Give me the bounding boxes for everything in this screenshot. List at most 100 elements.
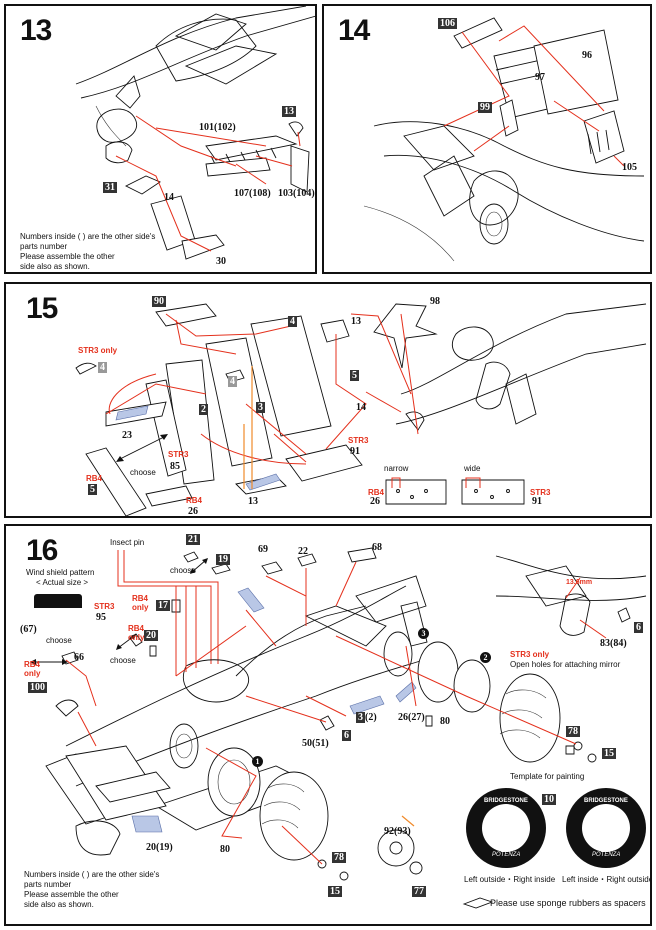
part-100: 100 <box>28 682 47 693</box>
part-5: 5 <box>350 370 359 381</box>
choose-label: choose <box>130 468 156 477</box>
tire-brand-left: BRIDGESTONE <box>484 798 528 804</box>
choose-label-mid: choose <box>110 656 136 665</box>
rb4-label-narrow: RB4 <box>368 488 385 497</box>
part-80-upper: 80 <box>440 716 450 727</box>
tire-model-right: POTENZA <box>592 852 621 858</box>
actual-size-label: < Actual size > <box>36 578 89 587</box>
mirror-note: Open holes for attaching mirror <box>510 660 621 669</box>
part-15-upper: 15 <box>602 748 616 759</box>
part-26: 26 <box>188 506 198 517</box>
part-50: 50(51) <box>302 738 329 749</box>
part-92: 92(93) <box>384 826 411 837</box>
part-21: 21 <box>186 534 200 545</box>
part-13: 13 <box>282 106 296 117</box>
part-20: 20 <box>144 630 158 641</box>
part-15-lower: 15 <box>328 886 342 897</box>
template-title: Template for painting <box>510 772 585 781</box>
part-14: 14 <box>164 192 174 203</box>
assembly-note: Numbers inside ( ) are the other side's … <box>20 232 156 271</box>
part-78-upper: 78 <box>566 726 580 737</box>
step-15-drawing <box>75 303 647 516</box>
part-99: 99 <box>478 102 492 113</box>
part-83: 83(84) <box>600 638 627 649</box>
str3-label-wide: STR3 <box>530 488 551 497</box>
template-part-10: 10 <box>542 794 556 805</box>
step-number: 15 <box>26 292 58 325</box>
part-105: 105 <box>622 162 637 173</box>
part-20-lower: 20(19) <box>146 842 173 853</box>
part-6: 6 <box>342 730 351 741</box>
part-90: 90 <box>152 296 166 307</box>
part-4-small: 4 <box>228 376 237 387</box>
part-5-rb4: 5 <box>88 484 97 495</box>
part-23: 23 <box>122 430 132 441</box>
part-91-wide: 91 <box>532 496 542 507</box>
panel-step-14: 14 106 96 97 99 105 <box>322 4 652 274</box>
part-97: 97 <box>535 72 545 83</box>
str3-label: STR3 <box>168 450 189 459</box>
step-number: 14 <box>338 14 370 47</box>
part-30: 30 <box>216 256 226 267</box>
assembly-note: Numbers inside ( ) are the other side's … <box>24 870 160 909</box>
part-3: 3(2) <box>356 712 377 723</box>
measure-label: 13.6mm <box>566 579 593 586</box>
choose-label-left: choose <box>46 636 72 645</box>
part-85: 85 <box>170 461 180 472</box>
part-106: 106 <box>438 18 457 29</box>
part-67: (67) <box>20 624 37 635</box>
tire-model-left: POTENZA <box>492 852 521 858</box>
step-number: 16 <box>26 534 58 567</box>
part-91: 91 <box>350 446 360 457</box>
part-4: 4 <box>288 316 297 327</box>
part-80-lower: 80 <box>220 844 230 855</box>
part-13: 13 <box>351 316 361 327</box>
circled-2: 2 <box>480 652 491 663</box>
part-96: 96 <box>582 50 592 61</box>
choose-label-top: choose <box>170 566 196 575</box>
circled-1: 1 <box>252 756 263 767</box>
left-inside-caption: Left inside・Right outside <box>562 875 652 884</box>
left-outside-caption: Left outside・Right inside <box>464 875 556 884</box>
part-26: 26(27) <box>398 712 425 723</box>
part-78-lower: 78 <box>332 852 346 863</box>
part-4-str3: 4 <box>98 362 107 373</box>
part-107: 107(108) <box>234 188 271 199</box>
wind-shield-title: Wind shield pattern <box>26 568 95 577</box>
str3-label: STR3 <box>94 602 115 611</box>
part-2: 2 <box>199 404 208 415</box>
rb4-label: RB4 <box>86 474 103 483</box>
part-95: 95 <box>96 612 106 623</box>
str3-only-label: STR3 only <box>510 650 550 659</box>
step-16-drawing <box>30 547 647 909</box>
step-13-drawing <box>75 6 315 260</box>
str3-only-label: STR3 only <box>78 346 118 355</box>
tire-brand-right: BRIDGESTONE <box>584 798 628 804</box>
panel-step-13: 13 13 101(102) 107(108) 103(104) 31 14 3… <box>4 4 317 274</box>
part-26-narrow: 26 <box>370 496 380 507</box>
part-13-lower: 13 <box>248 496 258 507</box>
panel-step-16: 16 Wind shield pattern < Actual size > I… <box>4 524 652 926</box>
part-77: 77 <box>412 886 426 897</box>
step-14-drawing <box>363 17 645 262</box>
circled-3: 3 <box>418 628 429 639</box>
sponge-note: Please use sponge rubbers as spacers <box>490 898 646 908</box>
rb4-label-26: RB4 <box>186 496 203 505</box>
part-69: 69 <box>258 544 268 555</box>
part-103: 103(104) <box>278 188 315 199</box>
part-22: 22 <box>298 546 308 557</box>
step-number: 13 <box>20 14 52 47</box>
wind-shield-pattern <box>34 594 82 608</box>
str3-label-91: STR3 <box>348 436 369 445</box>
part-14: 14 <box>356 402 366 413</box>
part-19: 19 <box>216 554 230 565</box>
narrow-label: narrow <box>384 464 409 473</box>
insect-pin-label: Insect pin <box>110 538 145 547</box>
part-98: 98 <box>430 296 440 307</box>
part-66: 66 <box>74 652 84 663</box>
wide-label: wide <box>464 464 481 473</box>
part-17: 17 <box>156 600 170 611</box>
